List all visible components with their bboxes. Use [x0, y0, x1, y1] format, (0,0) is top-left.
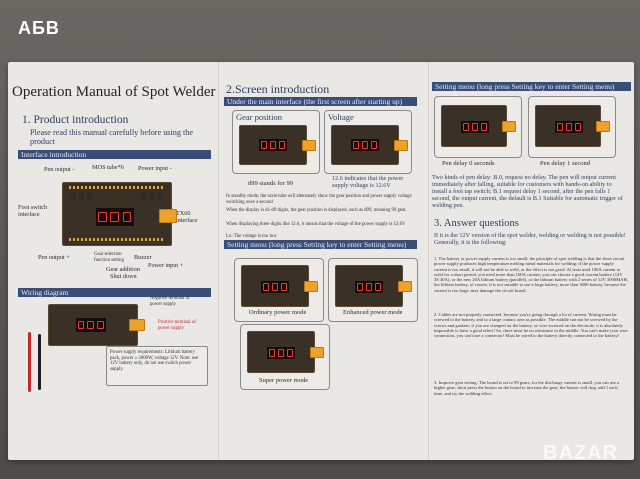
intro-text: Please read this manual carefully before…: [30, 128, 194, 146]
enhanced-mode-box: Enhanced power mode: [328, 258, 418, 322]
section-screen-intro: 2.Screen introduction: [226, 82, 330, 96]
super-board: [247, 331, 324, 373]
gear-position-box: Gear position: [232, 110, 320, 174]
section-answer-questions: 3. Answer questions: [434, 218, 519, 229]
board-photo-interface: [62, 182, 177, 246]
label-power-input-plus: Power input +: [148, 262, 184, 269]
pen-delay-0-board: [441, 105, 516, 147]
questions-intro: If it is the 12V version of the spot wel…: [434, 232, 626, 246]
section-product-intro: 1. Product introduction: [22, 114, 129, 126]
answer-1: 1. The battery or power supply current i…: [434, 256, 628, 293]
super-mode-box: Super power mode: [240, 324, 330, 390]
watermark-logo: BAZAR: [543, 442, 618, 464]
super-caption: Super power mode: [259, 377, 309, 384]
black-lead: [38, 334, 41, 390]
pen-delay-1-box: [528, 96, 616, 158]
main-interface-bar: Under the main interface (the first scre…: [224, 97, 417, 106]
gear-board: [239, 125, 316, 165]
label-mos-tube: MOS tube*6: [92, 164, 124, 171]
pen-delay-text: Two kinds of pen delay: B.0, request no …: [432, 174, 623, 209]
voltage-title: Voltage: [328, 112, 354, 122]
label-shut-down: Shut down: [110, 273, 137, 280]
middle-panel: 2.Screen introduction Under the main int…: [220, 62, 426, 460]
label-tx60: TX60 interface: [176, 210, 198, 224]
ordinary-board: [241, 265, 318, 307]
caption-d99: d99 stands for 99: [248, 180, 293, 187]
wiring-positive-label: Positive terminal of power supply: [158, 320, 196, 331]
ordinary-mode-box: Ordinary power mode: [234, 258, 324, 322]
fold-line-right: [428, 62, 429, 460]
caption-12v: 12.6 indicates that the power supply vol…: [332, 175, 404, 189]
left-panel: Operation Manual of Spot Welder 1. Produ…: [8, 62, 216, 460]
label-buzzer: Buzzer: [134, 254, 152, 261]
gear-position-title: Gear position: [236, 112, 283, 122]
manual-title: Operation Manual of Spot Welder: [12, 84, 216, 100]
screen-note-3: When displaying three digits like 12.6, …: [226, 222, 406, 227]
manual-sheet: Operation Manual of Spot Welder 1. Produ…: [8, 62, 634, 460]
pen-delay-0-caption: Pen delay 0 seconds: [442, 160, 495, 167]
voltage-board: [331, 125, 408, 165]
screen-note-4: Lo: The voltage is too low: [226, 234, 277, 239]
screen-note-1: In standby mode, the nixie tube will alt…: [226, 194, 412, 205]
answer-2: 2. Cables are not properly connected, be…: [434, 312, 628, 339]
board-photo-wiring: [48, 304, 145, 346]
interface-bar: Interface introduction: [18, 150, 211, 159]
enhanced-board: [335, 265, 412, 307]
label-pen-output-minus: Pen output -: [44, 166, 75, 173]
fold-line-left: [218, 62, 219, 460]
label-gear-selection: Gear selection function setting: [94, 252, 124, 263]
ordinary-caption: Ordinary power mode: [249, 309, 307, 316]
pen-delay-0-box: [434, 96, 522, 158]
pen-delay-1-caption: Pen delay 1 second: [540, 160, 591, 167]
wiring-negative-label: Negative terminal of power supply: [150, 296, 190, 307]
voltage-box: Voltage: [324, 110, 412, 174]
label-gear-addition: Gear addition: [106, 266, 140, 273]
pen-delay-1-board: [535, 105, 610, 147]
enhanced-caption: Enhanced power mode: [343, 309, 403, 316]
right-setting-bar: Setting menu (long press Setting key to …: [432, 82, 631, 91]
right-panel: Setting menu (long press Setting key to …: [428, 62, 634, 460]
corner-label: АБВ: [18, 18, 60, 38]
setting-menu-bar: Setting menu (long press Setting key to …: [224, 240, 417, 249]
power-requirements-box: Power supply requirements: Lithium batte…: [106, 346, 208, 386]
label-pen-output-plus: Pen output +: [38, 254, 70, 261]
red-lead: [28, 332, 31, 392]
answer-3: 3. Improve gear setting: The board is se…: [434, 380, 620, 396]
label-power-input-minus: Power input -: [138, 165, 172, 172]
label-foot-switch: Foot switch interface: [18, 204, 48, 218]
wiring-bar: Wiring diagram: [18, 288, 211, 297]
screen-note-2: When the display is d1-d9 digits, the ge…: [226, 208, 407, 213]
power-requirements-text: Power supply requirements: Lithium batte…: [110, 350, 199, 372]
